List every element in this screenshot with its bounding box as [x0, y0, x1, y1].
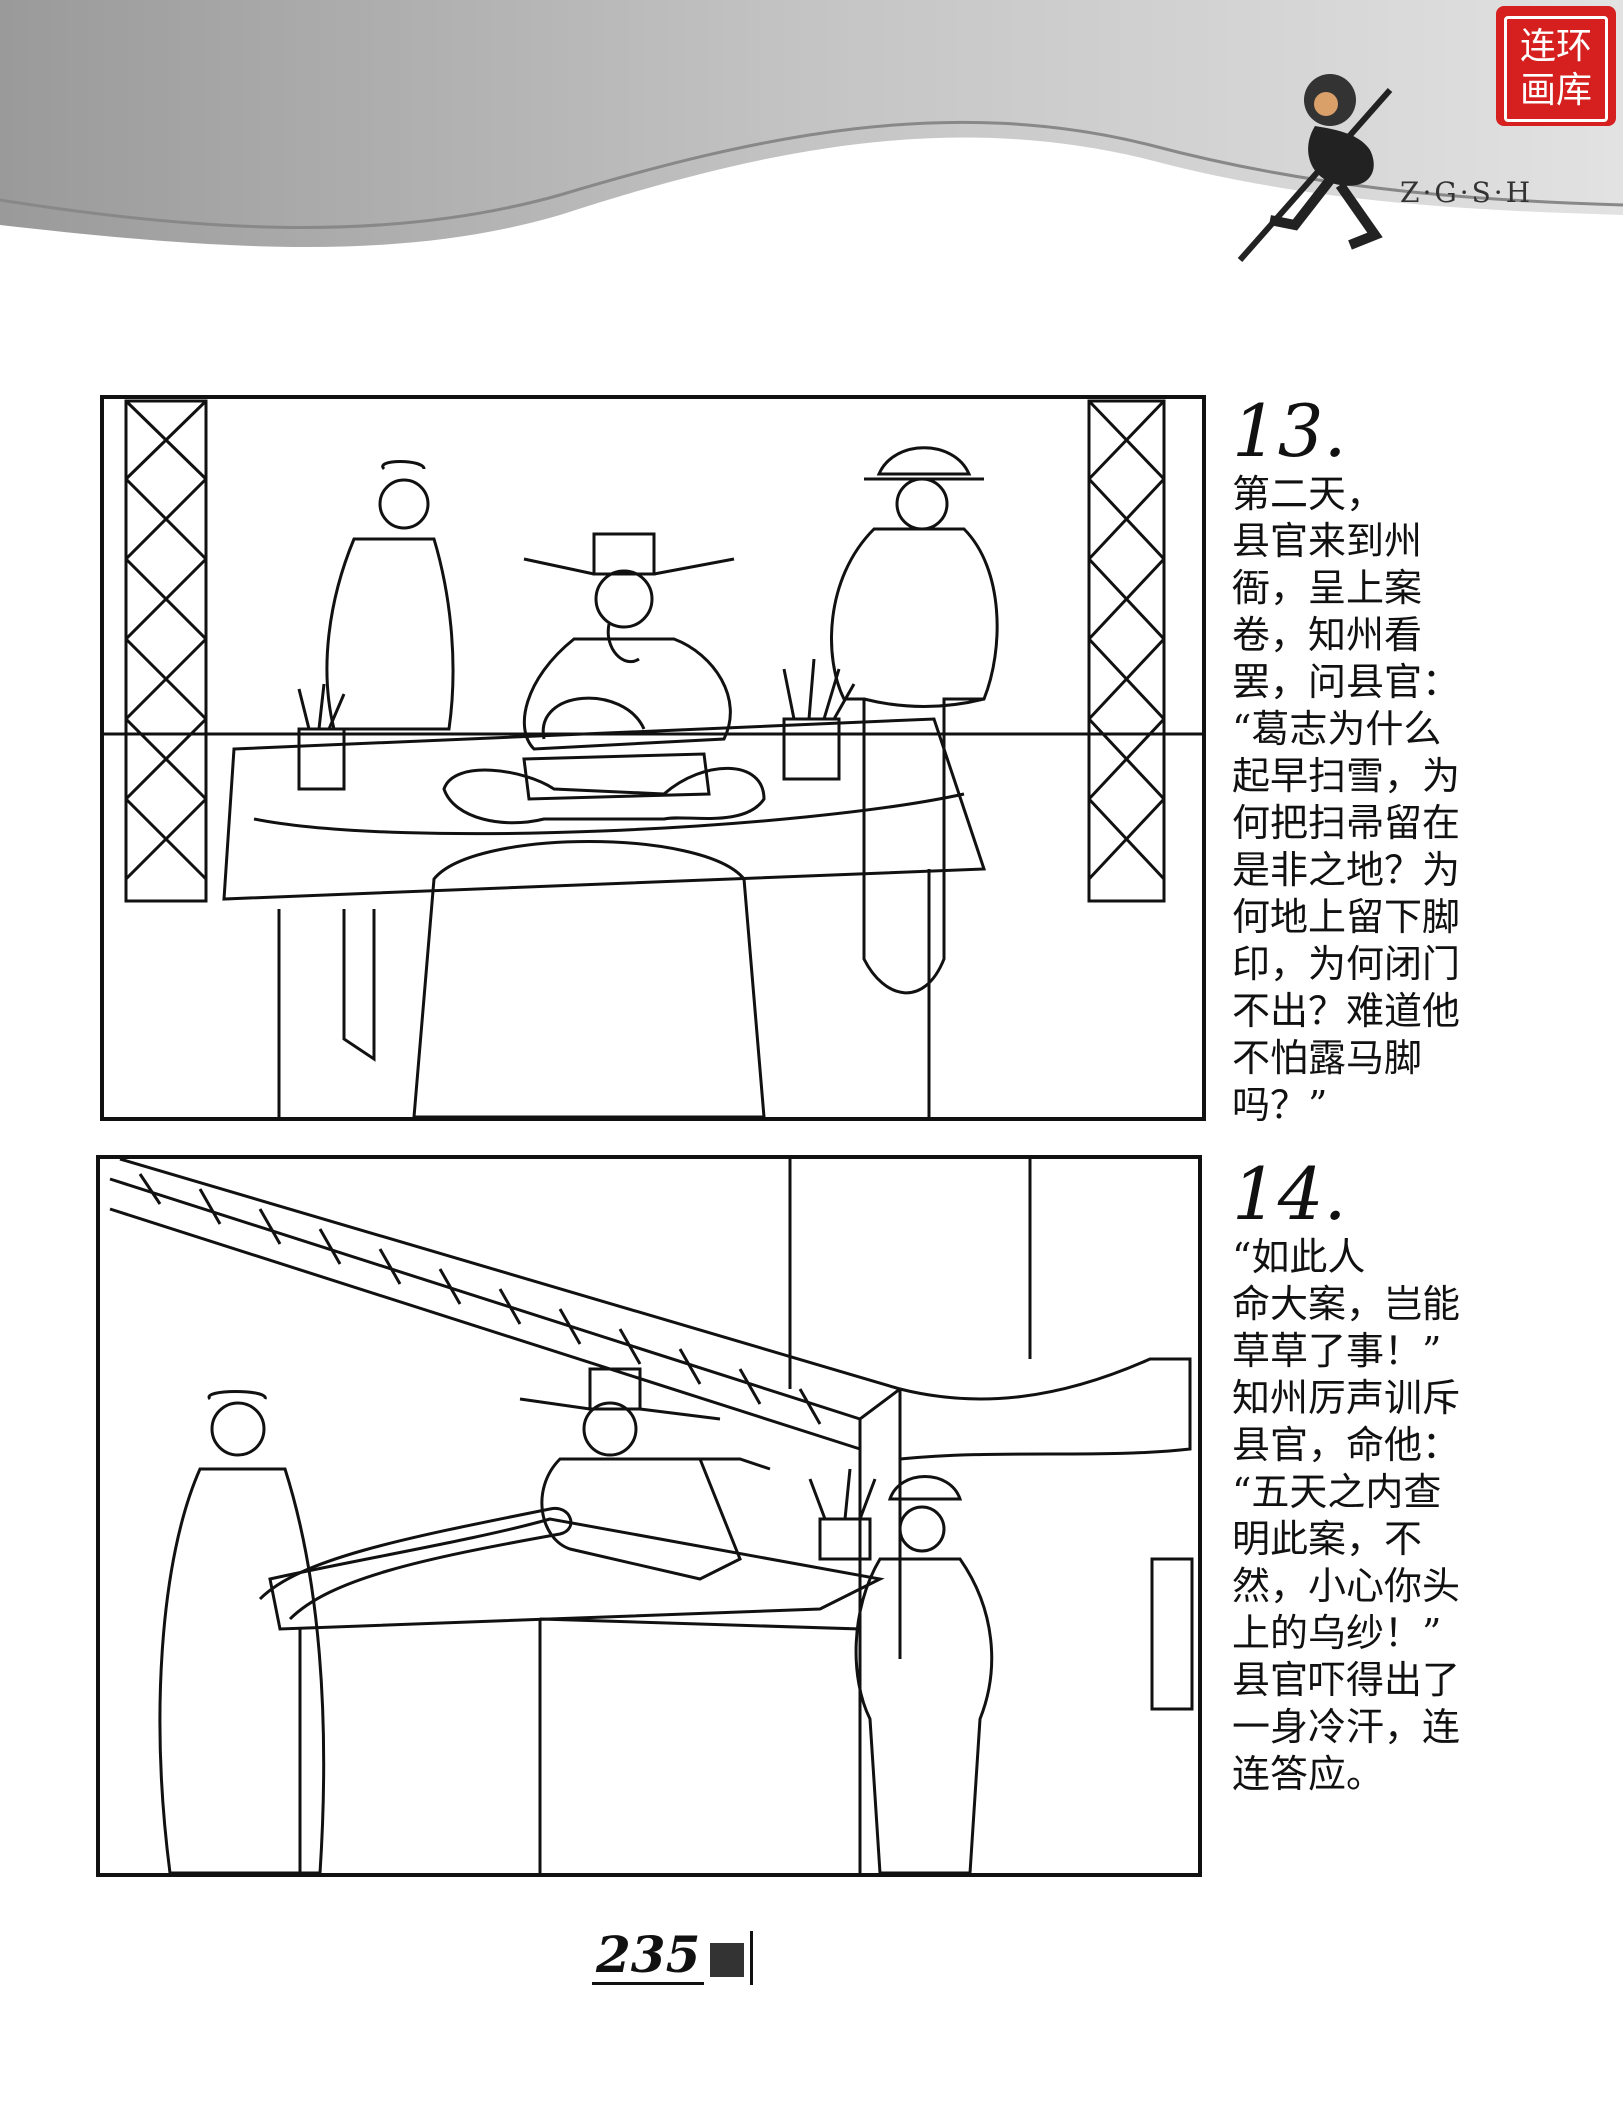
caption-13: 13. 第二天， 县官来到州 衙，呈上案 卷，知州看 罢，问县官： “葛志为什么…: [1232, 395, 1472, 1129]
caption-number: 14.: [1232, 1152, 1347, 1236]
page-number-marker: [710, 1943, 745, 1977]
seal-text-line1: 连环: [1519, 26, 1592, 67]
monkey-king-icon: [1237, 74, 1393, 262]
caption-text: 第二天， 县官来到州 衙，呈上案 卷，知州看 罢，问县官： “葛志为什么 起早扫…: [1232, 472, 1461, 1127]
publisher-seal: 连环 画库: [1496, 6, 1616, 126]
banner-wave-graphic: [0, 0, 1623, 248]
caption-number: 13.: [1232, 389, 1347, 473]
courtroom-scene-drawing-2: [109, 1159, 1194, 1873]
caption-14: 14. “如此人 命大案，岂能 草草了事！” 知州厉声训斥 县官，命他： “五天…: [1232, 1158, 1472, 1798]
caption-text: “如此人 命大案，岂能 草草了事！” 知州厉声训斥 县官，命他： “五天之内查 …: [1232, 1235, 1461, 1796]
illustration-panel-13: [100, 395, 1206, 1121]
series-letters: Z·G·S·H: [1400, 176, 1534, 209]
page-number: 235: [592, 1928, 754, 1985]
seal-text-line2: 画库: [1519, 70, 1592, 111]
header-banner: [0, 0, 1623, 270]
page-number-text: 235: [592, 1928, 705, 1985]
page-number-bar: [750, 1931, 754, 1985]
illustration-panel-14: [96, 1155, 1202, 1877]
courtroom-scene-drawing: [104, 399, 1202, 1117]
